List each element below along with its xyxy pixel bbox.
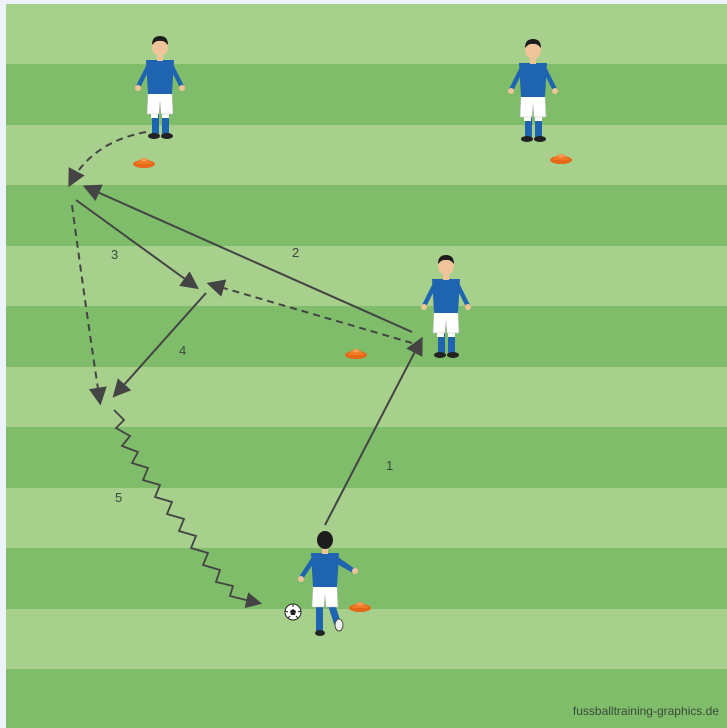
step-label-4: 4 — [179, 343, 186, 358]
ball-icon — [284, 603, 302, 621]
movement-paths — [68, 131, 423, 608]
pass-arrow-2 — [82, 184, 413, 333]
run-arrow-left-down — [71, 204, 107, 406]
pass-arrow-3 — [75, 199, 199, 290]
credit-watermark: fussballtraining-graphics.de — [573, 704, 719, 718]
dribble-arrow-5 — [113, 409, 263, 608]
pitch — [6, 4, 727, 728]
step-label-3: 3 — [111, 247, 118, 262]
step-label-5: 5 — [115, 490, 122, 505]
pass-arrow-1 — [324, 336, 423, 526]
pass-arrow-4 — [112, 292, 207, 398]
step-label-1: 1 — [386, 458, 393, 473]
run-arrow-top-left — [68, 131, 147, 188]
step-label-2: 2 — [292, 245, 299, 260]
